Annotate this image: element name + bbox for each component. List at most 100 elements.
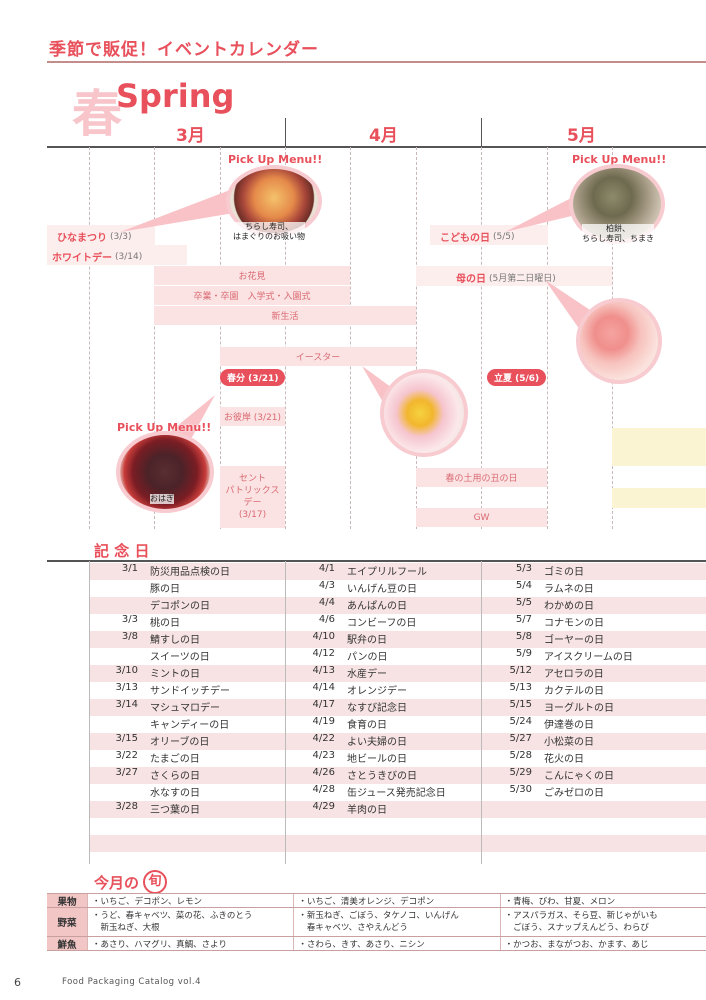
table-cell: 3/27 さくらの日 bbox=[90, 767, 287, 784]
kinenbi-date: 4/3 bbox=[318, 580, 335, 591]
shun-row: 鮮魚・あさり、ハマグリ、真鯛、さより・さわら、きす、あさり、ニシン・かつお、まな… bbox=[47, 936, 706, 951]
kinenbi-date bbox=[90, 580, 150, 597]
kinenbi-name: 缶ジュース発売記念日 bbox=[347, 788, 446, 799]
shun-label: 野菜 bbox=[47, 908, 87, 936]
kinenbi-name: アセロラの日 bbox=[544, 669, 604, 680]
kinenbi-date: 5/12 bbox=[509, 665, 532, 676]
kinenbi-name: コンビーフの日 bbox=[347, 618, 417, 629]
kinenbi-date: 5/4 bbox=[515, 580, 532, 591]
kinenbi-name: 食育の日 bbox=[347, 720, 387, 731]
kinenbi-name: デコポンの日 bbox=[150, 601, 210, 612]
page-title: 季節で販促！イベントカレンダー bbox=[49, 40, 319, 60]
kinenbi-name: さくらの日 bbox=[150, 771, 200, 782]
kinenbi-name: ゴミの日 bbox=[544, 567, 584, 578]
bar-saint-patrick: セント パトリックス デー (3/17) bbox=[220, 466, 285, 528]
kinenbi-date: 5/28 bbox=[509, 750, 532, 761]
kinenbi-date bbox=[90, 716, 150, 733]
pickup-caption: ちらし寿司、 はまぐりのお吸い物 bbox=[233, 222, 305, 242]
kinenbi-date: 5/29 bbox=[509, 767, 532, 778]
kinenbi-name: いんげん豆の日 bbox=[347, 584, 417, 595]
kinenbi-date: 4/22 bbox=[312, 733, 335, 744]
pointer-2 bbox=[505, 196, 580, 232]
table-cell bbox=[90, 835, 287, 852]
pickup-caption: 柏餅、 ちらし寿司、ちまき bbox=[582, 224, 654, 244]
table-cell: 豚の日 bbox=[90, 580, 287, 597]
event-bar-haha bbox=[416, 266, 612, 286]
month-divider bbox=[481, 118, 482, 147]
kinenbi-name: キャンディーの日 bbox=[150, 720, 230, 731]
kinenbi-date: 4/17 bbox=[312, 699, 335, 710]
kinenbi-name: よい夫婦の日 bbox=[347, 737, 407, 748]
table-cell: デコポンの日 bbox=[90, 597, 287, 614]
table-cell: キャンディーの日 bbox=[90, 716, 287, 733]
event-hinamatsuri: ひなまつり(3/3) bbox=[57, 231, 132, 245]
grid-line bbox=[350, 147, 351, 529]
kinenbi-date: 5/3 bbox=[515, 563, 532, 574]
pickup-label: Pick Up Menu!! bbox=[228, 153, 323, 166]
kinenbi-date: 5/7 bbox=[515, 614, 532, 625]
shun-label: 果物 bbox=[47, 894, 87, 908]
shun-title: 今月の 旬 bbox=[94, 870, 168, 894]
bar-yellow bbox=[612, 428, 706, 466]
table-cell: 5/13 カクテルの日 bbox=[484, 682, 681, 699]
kinenbi-date: 3/27 bbox=[115, 767, 138, 778]
shun-cell: ・青梅、びわ、甘夏、メロン bbox=[499, 894, 706, 907]
table-row bbox=[90, 835, 706, 852]
bar-sotsugyo: 卒業・卒園 入学式・入園式 bbox=[154, 286, 350, 305]
table-cell: 5/12 アセロラの日 bbox=[484, 665, 681, 682]
table-cell: 水なすの日 bbox=[90, 784, 287, 801]
grid-line bbox=[154, 147, 155, 529]
page-number: 6 bbox=[14, 976, 21, 989]
kinenbi-name: カクテルの日 bbox=[544, 686, 604, 697]
kinenbi-date: 4/26 bbox=[312, 767, 335, 778]
kinenbi-name: たまごの日 bbox=[150, 754, 200, 765]
kinenbi-name: 駅弁の日 bbox=[347, 635, 387, 646]
kinenbi-date: 3/14 bbox=[115, 699, 138, 710]
grid-line bbox=[220, 147, 221, 529]
kinenbi-name: サンドイッチデー bbox=[150, 686, 230, 697]
shun-cell: ・新玉ねぎ、ごぼう、タケノコ、いんげん 春キャベツ、さやえんどう bbox=[293, 908, 499, 936]
bar-shinseikatsu: 新生活 bbox=[154, 306, 416, 325]
kinenbi-name: アイスクリームの日 bbox=[544, 652, 633, 663]
bar-gw: GW bbox=[416, 508, 547, 527]
kinenbi-date: 4/13 bbox=[312, 665, 335, 676]
kinenbi-name: スイーツの日 bbox=[150, 652, 210, 663]
shun-cell: ・いちご、デコポン、レモン bbox=[87, 894, 293, 907]
pointer-1 bbox=[120, 190, 240, 232]
shun-cell: ・あさり、ハマグリ、真鯛、さより bbox=[87, 937, 293, 950]
shun-cell: ・うど、春キャベツ、菜の花、ふきのとう 新玉ねぎ、大根 bbox=[87, 908, 293, 936]
kinenbi-name: 地ビールの日 bbox=[347, 754, 407, 765]
kinenbi-date: 3/10 bbox=[115, 665, 138, 676]
kinenbi-date: 5/13 bbox=[509, 682, 532, 693]
kinenbi-name: 水産デー bbox=[347, 669, 387, 680]
month-divider bbox=[285, 118, 286, 147]
kinenbi-name: エイプリルフール bbox=[347, 567, 427, 578]
table-cell: スイーツの日 bbox=[90, 648, 287, 665]
kin-divider bbox=[285, 561, 286, 864]
header-rule bbox=[47, 61, 706, 63]
